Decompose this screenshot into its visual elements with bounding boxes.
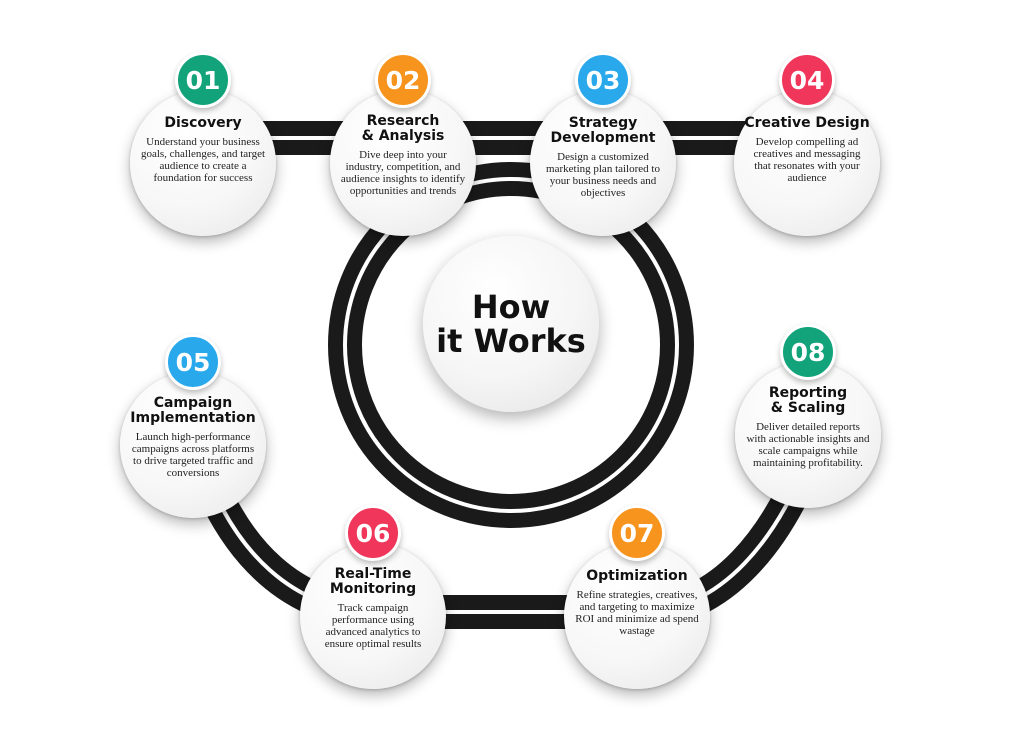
step-04-title: Creative Design	[744, 115, 870, 131]
step-02-card: Research & Analysis Dive deep into your …	[330, 90, 476, 236]
step-07-description: Refine strategies, creatives, and target…	[575, 589, 699, 637]
step-04-description: Develop compelling ad creatives and mess…	[753, 136, 861, 184]
step-01-description: Understand your business goals, challeng…	[140, 136, 266, 184]
step-05-card: Campaign Implementation Launch high-perf…	[120, 372, 266, 518]
step-07-card: Optimization Refine strategies, creative…	[564, 543, 710, 689]
step-06-description: Track campaign performance using advance…	[324, 602, 422, 650]
step-03-description: Design a customized marketing plan tailo…	[546, 151, 660, 199]
step-03-number-badge: 03	[575, 52, 631, 108]
step-06-title: Real-Time Monitoring	[329, 566, 417, 597]
step-04-card: Creative Design Develop compelling ad cr…	[734, 90, 880, 236]
road-bottom	[178, 423, 832, 629]
step-02-number-badge: 02	[375, 52, 431, 108]
step-07-number-badge: 07	[609, 505, 665, 561]
step-08-number-badge: 08	[780, 324, 836, 380]
step-06-card: Real-Time Monitoring Track campaign perf…	[300, 543, 446, 689]
step-03-title: Strategy Development	[550, 115, 656, 146]
step-05-description: Launch high-performance campaigns across…	[131, 431, 255, 479]
step-05-title: Campaign Implementation	[130, 395, 256, 426]
step-02-description: Dive deep into your industry, competitio…	[340, 149, 466, 197]
step-05-number-badge: 05	[165, 334, 221, 390]
center-title: How it Works	[436, 288, 586, 360]
step-04-number-badge: 04	[779, 52, 835, 108]
step-01-card: Discovery Understand your business goals…	[130, 90, 276, 236]
step-08-description: Deliver detailed reports with actionable…	[746, 421, 870, 469]
step-06-number-badge: 06	[345, 505, 401, 561]
step-08-title: Reporting & Scaling	[768, 385, 848, 416]
step-07-title: Optimization	[586, 568, 688, 584]
center-hub: How it Works	[423, 236, 599, 412]
step-08-card: Reporting & Scaling Deliver detailed rep…	[735, 362, 881, 508]
step-01-number-badge: 01	[175, 52, 231, 108]
step-01-title: Discovery	[164, 115, 242, 131]
road-ring	[328, 162, 694, 528]
step-03-card: Strategy Development Design a customized…	[530, 90, 676, 236]
step-02-title: Research & Analysis	[361, 113, 445, 144]
